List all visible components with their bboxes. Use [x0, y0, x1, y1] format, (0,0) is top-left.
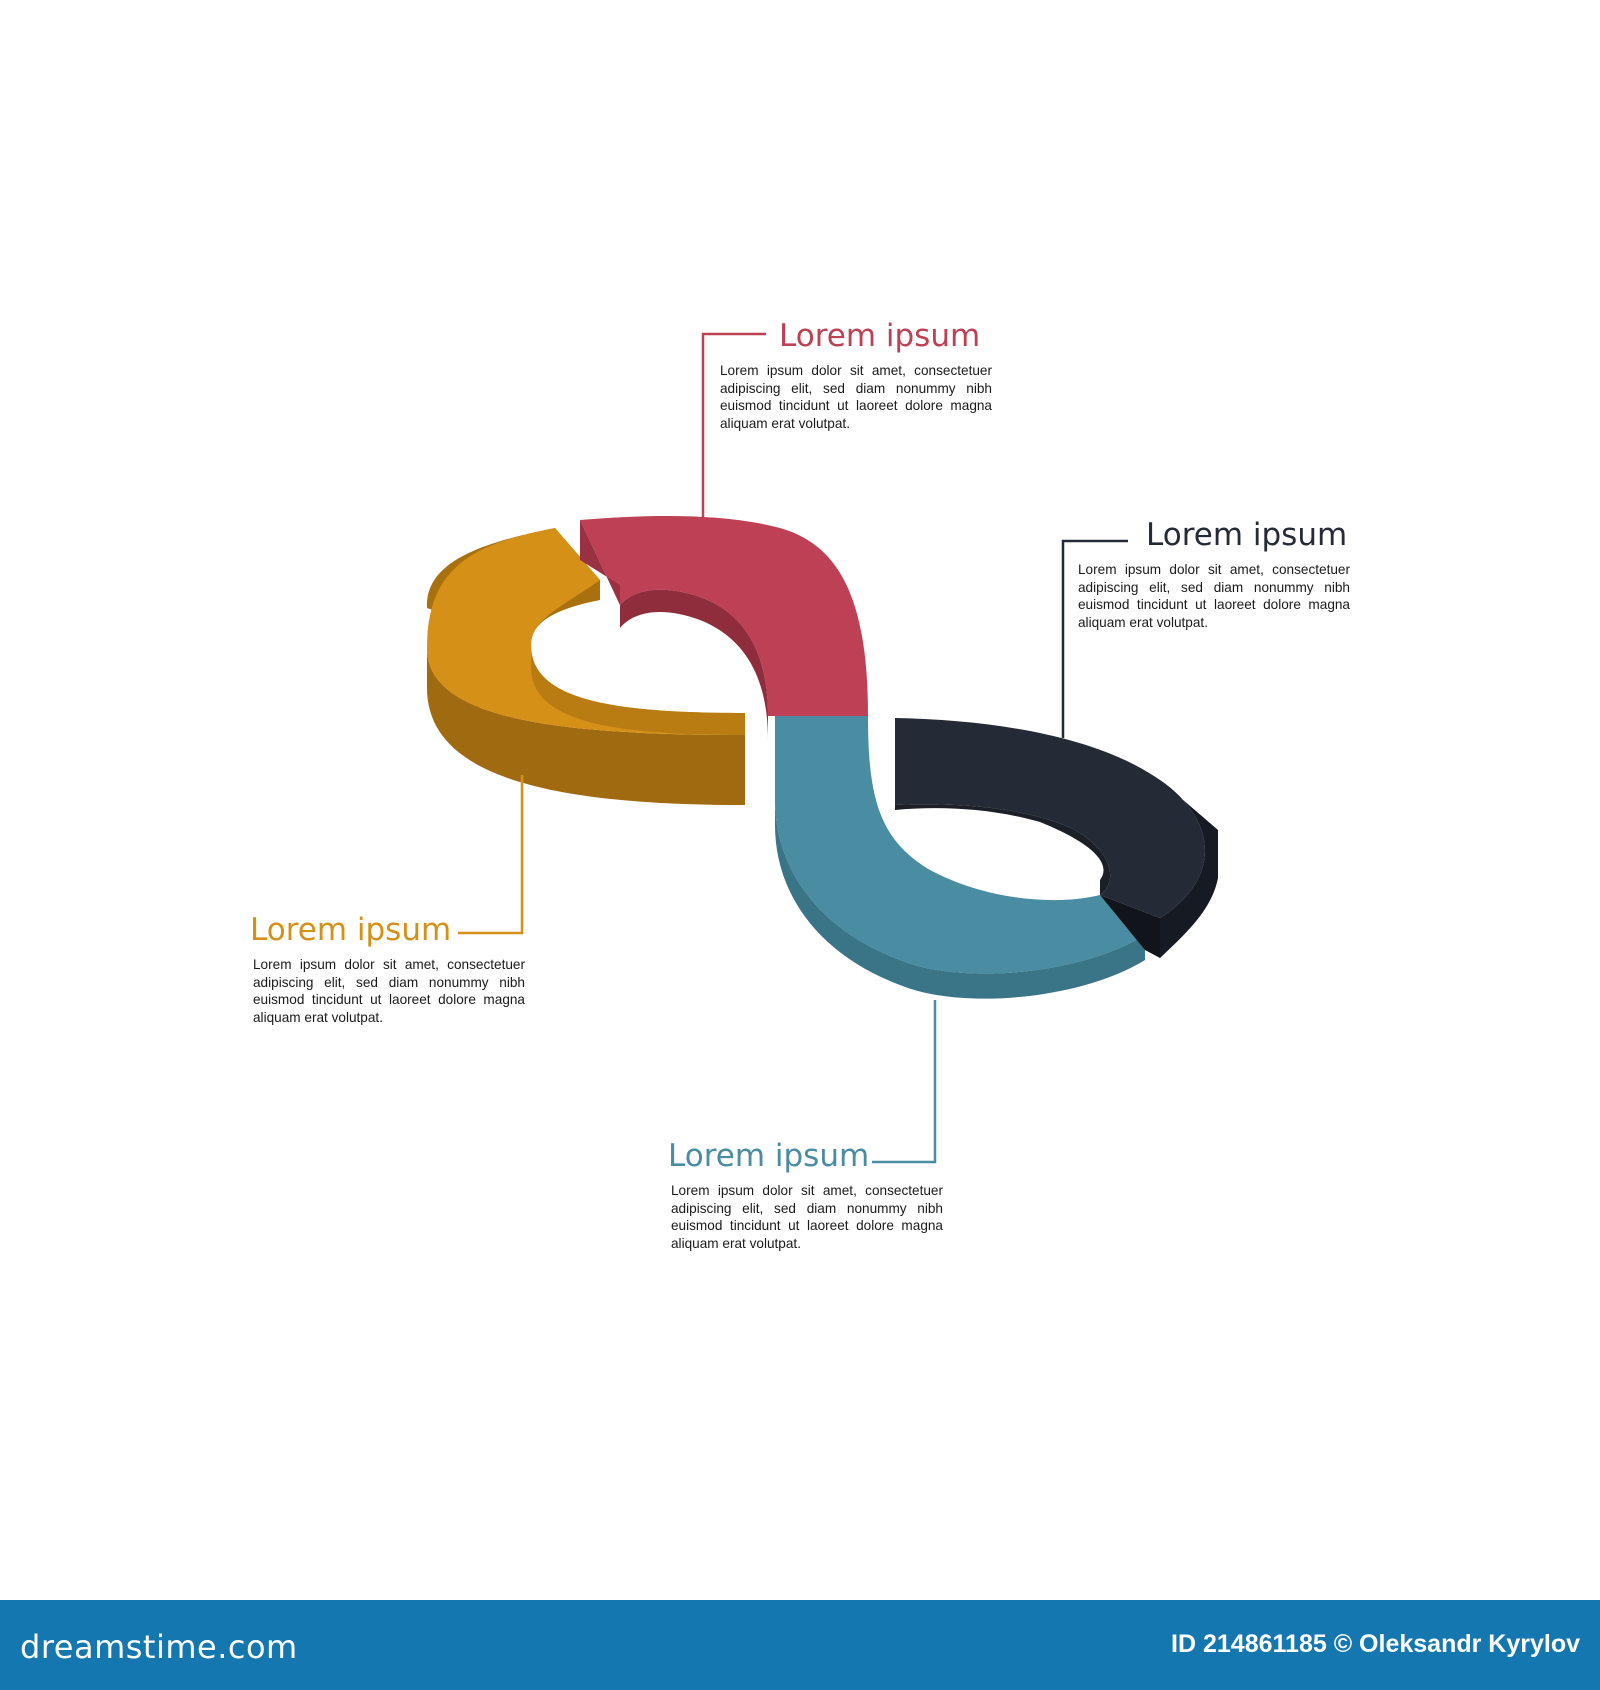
callout-teal: Lorem ipsum Lorem ipsum dolor sit amet, … [668, 1138, 943, 1252]
leader-line-dark [1061, 539, 1128, 738]
callout-orange: Lorem ipsum Lorem ipsum dolor sit amet, … [250, 912, 525, 1026]
callout-title: Lorem ipsum [668, 1138, 870, 1174]
leader-line-teal [872, 1000, 937, 1164]
callout-title: Lorem ipsum [779, 318, 981, 354]
segment-red [580, 516, 868, 740]
callout-red: Lorem ipsum Lorem ipsum dolor sit amet, … [720, 318, 992, 432]
callout-body: Lorem ipsum dolor sit amet, consectetuer… [253, 957, 525, 1025]
leader-line-red [701, 332, 766, 548]
segment-teal [775, 716, 1145, 999]
callout-title: Lorem ipsum [250, 912, 452, 948]
segment-orange [426, 528, 745, 805]
callout-dark: Lorem ipsum Lorem ipsum dolor sit amet, … [1078, 517, 1350, 631]
segment-dark [895, 718, 1218, 958]
callout-title: Lorem ipsum [1146, 517, 1348, 553]
footer-credit: ID 214861185 © Oleksandr Kyrylov [1171, 1630, 1580, 1658]
callout-body: Lorem ipsum dolor sit amet, consectetuer… [720, 363, 992, 431]
callout-body: Lorem ipsum dolor sit amet, consectetuer… [1078, 562, 1350, 630]
callout-body: Lorem ipsum dolor sit amet, consectetuer… [671, 1183, 943, 1251]
leader-line-orange [458, 775, 524, 935]
footer-bar: dreamstime.com ID 214861185 © Oleksandr … [0, 1600, 1600, 1690]
footer-logo[interactable]: dreamstime.com [20, 1628, 298, 1666]
infinity-diagram [426, 332, 1218, 1164]
